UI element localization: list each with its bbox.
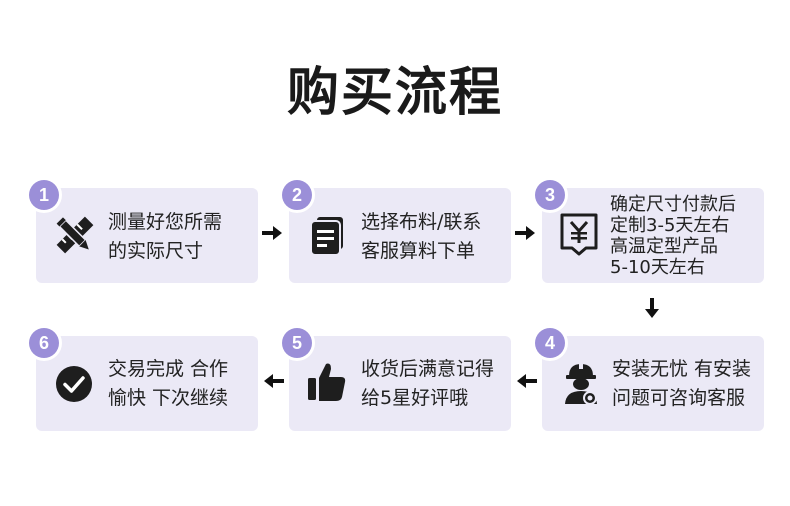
yen-receipt-icon [560,213,598,256]
step-2-text: 选择布料/联系 客服算料下单 [361,211,482,262]
step-badge-3: 3 [535,180,565,210]
step-badge-6: 6 [29,328,59,358]
pencil-ruler-icon [56,216,94,254]
arrow-right-icon [262,226,282,240]
arrow-right-icon [515,226,535,240]
step-badge-4: 4 [535,328,565,358]
step-3-text: 确定尺寸付款后 定制3-5天左右 高温定型产品 5-10天左右 [610,194,736,278]
installer-worker-icon [565,363,597,405]
thumbs-up-icon [308,363,346,401]
page-title: 购买流程 [286,63,503,123]
step-5-text: 收货后满意记得 给5星好评哦 [361,358,495,409]
step-badge-2: 2 [282,180,312,210]
arrow-left-icon [264,374,284,388]
document-icon [310,215,345,256]
arrow-down-icon [645,298,659,318]
step-4-text: 安装无忧 有安装 问题可咨询客服 [612,358,752,409]
step-1-text: 测量好您所需 的实际尺寸 [108,211,223,262]
step-6-text: 交易完成 合作 愉快 下次继续 [108,358,229,409]
step-badge-1: 1 [29,180,59,210]
arrow-left-icon [517,374,537,388]
step-badge-5: 5 [282,328,312,358]
check-circle-icon [56,366,92,402]
